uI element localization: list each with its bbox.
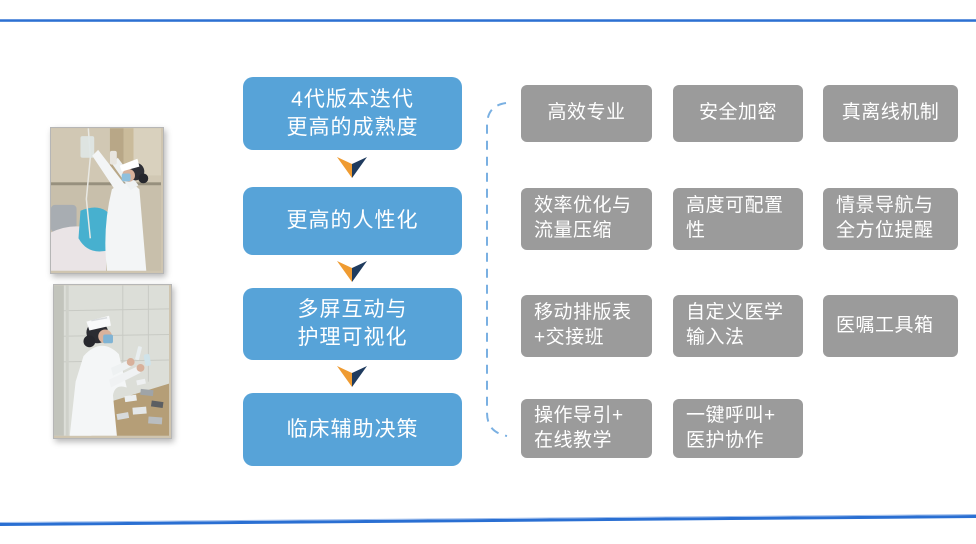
feature-box-order-toolbox: 医嘱工具箱 bbox=[823, 295, 958, 357]
down-chevron-icon bbox=[337, 157, 367, 178]
down-chevron-icon bbox=[337, 261, 367, 282]
flow-step-multiscreen: 多屏互动与 护理可视化 bbox=[243, 288, 462, 360]
dashed-bracket-connector bbox=[486, 102, 508, 437]
down-chevron-icon bbox=[337, 366, 367, 387]
flow-step-version-iteration: 4代版本迭代 更高的成熟度 bbox=[243, 77, 462, 150]
feature-box-offline: 真离线机制 bbox=[823, 85, 958, 142]
feature-box-guided-teaching: 操作导引+ 在线教学 bbox=[521, 399, 652, 458]
nurse-iv-photo-graphic bbox=[51, 128, 161, 271]
feature-box-optimization: 效率优化与 流量压缩 bbox=[521, 188, 652, 250]
nurse-medication-photo-graphic bbox=[54, 285, 169, 436]
feature-box-medical-input: 自定义医学 输入法 bbox=[673, 295, 803, 357]
photo-nurse-iv bbox=[50, 127, 164, 274]
flow-step-clinical-decision: 临床辅助决策 bbox=[243, 393, 462, 466]
flow-step-humanization: 更高的人性化 bbox=[243, 187, 462, 255]
feature-box-security: 安全加密 bbox=[673, 85, 803, 142]
feature-box-shift-schedule: 移动排版表 +交接班 bbox=[521, 295, 652, 357]
feature-box-one-key-call: 一键呼叫+ 医护协作 bbox=[673, 399, 803, 458]
feature-box-navigation: 情景导航与 全方位提醒 bbox=[823, 188, 958, 250]
feature-box-efficient: 高效专业 bbox=[521, 85, 652, 142]
feature-box-configurable: 高度可配置 性 bbox=[673, 188, 803, 250]
decorative-bottom-rule bbox=[0, 514, 976, 526]
decorative-top-rule bbox=[0, 19, 976, 22]
photo-nurse-medication bbox=[53, 284, 172, 439]
